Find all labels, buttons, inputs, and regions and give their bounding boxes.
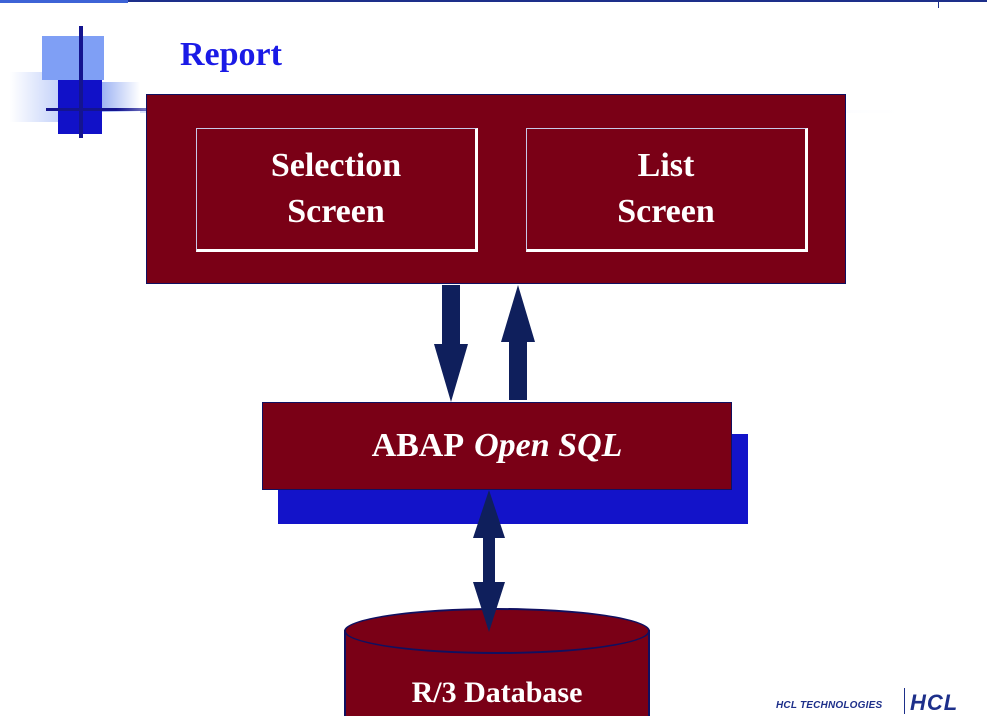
database-cylinder-top (344, 608, 650, 654)
top-border-tick (938, 0, 939, 8)
abap-label: ABAP (371, 427, 465, 464)
corner-decoration-square (102, 82, 140, 112)
corner-decoration-square (42, 36, 104, 80)
footer-divider (904, 688, 905, 714)
database-label: R/3 Database (411, 676, 583, 709)
list-screen-box: List Screen (526, 128, 808, 252)
selection-screen-label-line1: Selection (270, 147, 402, 184)
report-box (146, 94, 846, 284)
hcl-logo: HCL (910, 690, 959, 715)
slide-title: Report (180, 36, 282, 73)
corner-decoration-line (79, 26, 83, 138)
selection-screen-box: Selection Screen (196, 128, 478, 252)
list-screen-label-line1: List (637, 147, 695, 184)
down-arrow (434, 285, 468, 402)
open-sql-label: Open SQL (474, 427, 623, 464)
abap-open-sql-box: ABAP Open SQL (262, 402, 732, 490)
top-border-line (0, 0, 987, 2)
corner-decoration-line (46, 108, 186, 111)
double-arrow (473, 490, 505, 632)
list-screen-label-line2: Screen (617, 193, 715, 230)
selection-screen-label-line2: Screen (287, 193, 385, 230)
footer-company-text: HCL TECHNOLOGIES (776, 700, 883, 711)
up-arrow (501, 285, 535, 400)
top-border-accent (0, 0, 128, 3)
